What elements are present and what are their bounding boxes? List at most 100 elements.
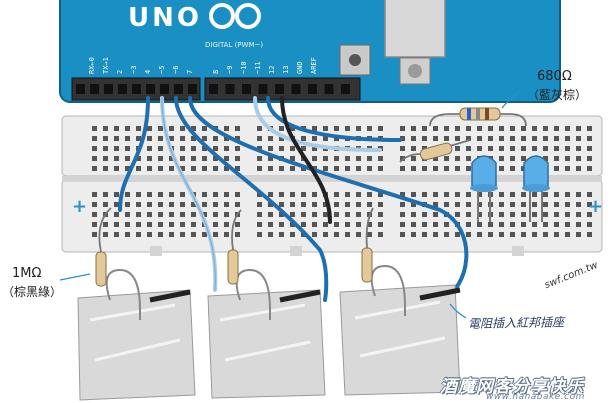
breadboard-hole [455, 166, 460, 171]
breadboard-hole [477, 126, 482, 131]
breadboard-hole [356, 232, 361, 237]
breadboard-hole [510, 232, 515, 237]
breadboard-hole [367, 156, 372, 161]
breadboard-hole [334, 156, 339, 161]
breadboard-hole [92, 166, 97, 171]
resistor-680-bottom [399, 139, 471, 163]
breadboard-hole [455, 202, 460, 207]
breadboard-hole [587, 146, 592, 151]
breadboard-hole [114, 192, 119, 197]
breadboard-hole [158, 126, 163, 131]
breadboard-hole [235, 146, 240, 151]
breadboard-hole [158, 146, 163, 151]
breadboard-hole [411, 212, 416, 217]
breadboard-hole [235, 232, 240, 237]
breadboard-hole [158, 136, 163, 141]
breadboard-hole [235, 156, 240, 161]
pin-label: ~5 [158, 65, 166, 74]
breadboard-hole [466, 126, 471, 131]
breadboard-hole [499, 232, 504, 237]
breadboard-hole [510, 202, 515, 207]
breadboard-hole [136, 192, 141, 197]
breadboard-hole [279, 232, 284, 237]
breadboard-hole [543, 202, 548, 207]
breadboard-hole [422, 222, 427, 227]
breadboard-hole [257, 222, 262, 227]
breadboard-hole [279, 202, 284, 207]
breadboard-hole [378, 192, 383, 197]
breadboard-hole [576, 126, 581, 131]
breadboard-hole [433, 202, 438, 207]
breadboard-hole [125, 166, 130, 171]
breadboard-hole [103, 232, 108, 237]
breadboard-hole [444, 136, 449, 141]
breadboard-hole [587, 222, 592, 227]
breadboard-hole [235, 222, 240, 227]
breadboard-hole [312, 136, 317, 141]
breadboard-hole [92, 222, 97, 227]
breadboard-hole [345, 202, 350, 207]
breadboard-hole [444, 126, 449, 131]
breadboard-hole [224, 146, 229, 151]
foil-bag-1 [77, 207, 196, 401]
breadboard-hole [455, 126, 460, 131]
breadboard-hole [213, 192, 218, 197]
breadboard-hole [587, 166, 592, 171]
breadboard-hole [444, 156, 449, 161]
breadboard-hole [521, 192, 526, 197]
breadboard-hole [356, 212, 361, 217]
breadboard-hole [268, 156, 273, 161]
plus-sign-right: + [588, 196, 603, 217]
breadboard-hole [499, 202, 504, 207]
breadboard-hole [213, 136, 218, 141]
pin-label: GND [296, 61, 304, 74]
breadboard-hole [180, 222, 185, 227]
breadboard-hole [345, 222, 350, 227]
breadboard-hole [433, 212, 438, 217]
header-socket [258, 84, 268, 94]
breadboard-hole [191, 212, 196, 217]
breadboard-hole [554, 146, 559, 151]
breadboard-hole [136, 126, 141, 131]
breadboard-hole [499, 166, 504, 171]
breadboard-hole [334, 192, 339, 197]
breadboard-hole [125, 222, 130, 227]
breadboard-hole [301, 192, 306, 197]
breadboard-hole [147, 146, 152, 151]
breadboard-hole [576, 212, 581, 217]
breadboard-hole [158, 166, 163, 171]
breadboard-hole [323, 212, 328, 217]
breadboard-hole [191, 232, 196, 237]
breadboard-hole [136, 212, 141, 217]
breadboard-hole [92, 126, 97, 131]
resistor-680-top [429, 107, 527, 127]
breadboard-hole [290, 212, 295, 217]
breadboard-hole [510, 136, 515, 141]
header-socket [209, 84, 218, 94]
header-socket [160, 84, 169, 94]
breadboard-hole [521, 212, 526, 217]
pin-label: 12 [268, 65, 276, 74]
breadboard-hole [367, 192, 372, 197]
breadboard-hole [378, 126, 383, 131]
breadboard-hole [323, 126, 328, 131]
breadboard-hole [323, 202, 328, 207]
breadboard-hole [323, 222, 328, 227]
breadboard-hole [92, 212, 97, 217]
breadboard-hole [257, 156, 262, 161]
breadboard-hole [565, 192, 570, 197]
breadboard-hole [169, 166, 174, 171]
header-socket [188, 84, 197, 94]
breadboard-hole [356, 166, 361, 171]
breadboard-hole [158, 156, 163, 161]
breadboard-hole [510, 166, 515, 171]
breadboard-hole [125, 212, 130, 217]
resistor-insert-note: 電阻插入紅邦插座 [467, 315, 565, 331]
breadboard-hole [103, 146, 108, 151]
breadboard-hole [433, 222, 438, 227]
breadboard-hole [180, 202, 185, 207]
breadboard-hole [301, 136, 306, 141]
breadboard-hole [400, 166, 405, 171]
breadboard-hole [202, 212, 207, 217]
breadboard-hole [367, 232, 372, 237]
